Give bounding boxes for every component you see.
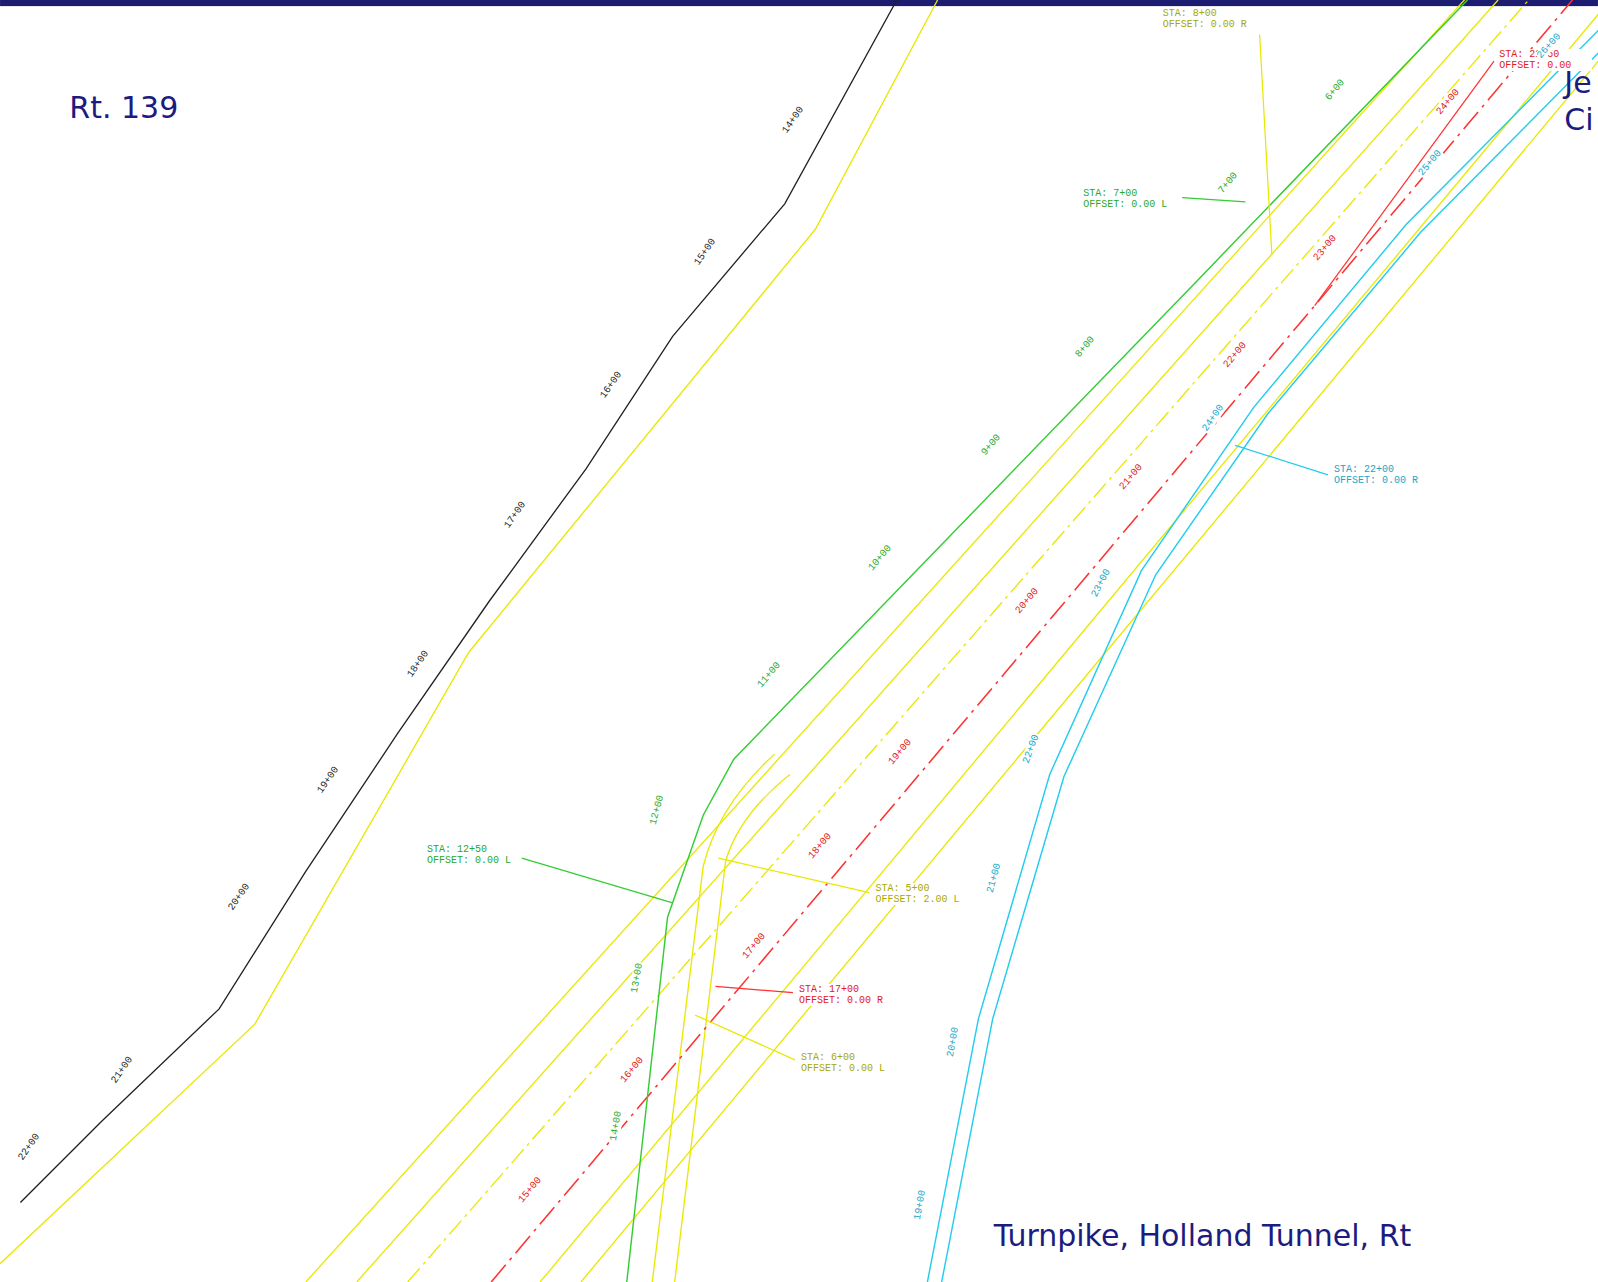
leader-line	[522, 858, 673, 903]
ramp-edge	[581, 10, 1598, 1282]
station-label: 20+00	[945, 1025, 961, 1058]
station-label: 24+00	[1434, 86, 1463, 118]
station-label: 11+00	[755, 659, 784, 691]
ramp-edge	[540, 0, 1598, 1282]
station-label: 18+00	[806, 830, 835, 862]
leader-line	[1182, 198, 1245, 202]
station-label: 19+00	[314, 763, 341, 796]
road-label: Ci	[1564, 102, 1593, 138]
leader-line	[718, 858, 869, 893]
station-label: 15+00	[515, 1175, 544, 1207]
station-label: 20+00	[226, 881, 253, 914]
station-callout: STA: 22+00 OFFSET: 0.00 R	[1333, 464, 1427, 486]
station-label: 16+00	[598, 369, 625, 402]
station-label: 25+00	[1415, 147, 1444, 179]
green-alignment	[627, 0, 1468, 1282]
station-label: 19+00	[885, 736, 914, 768]
station-label: 23+00	[1088, 566, 1113, 599]
leader-line	[1315, 61, 1494, 306]
top-bar	[0, 0, 1598, 6]
station-label: 7+00	[1215, 170, 1240, 197]
rt139-edge	[0, 0, 938, 1264]
station-label: 8+00	[1073, 333, 1098, 360]
station-label: 13+00	[629, 962, 645, 995]
station-label: 9+00	[978, 432, 1003, 459]
station-label: 14+00	[779, 104, 806, 137]
cyan-edge	[942, 10, 1598, 1282]
station-label: 19+00	[912, 1188, 928, 1221]
station-label: 21+00	[984, 862, 1003, 896]
ramp-edge	[306, 0, 1483, 1282]
station-label: 20+00	[1013, 585, 1042, 617]
station-label: 23+00	[1310, 232, 1339, 264]
station-label: 16+00	[617, 1054, 646, 1086]
station-label: 6+00	[1322, 76, 1347, 103]
leader-line	[1260, 35, 1272, 255]
main-centerline	[491, 0, 1572, 1282]
station-callout: STA: 8+00 OFFSET: 0.00 R	[1162, 8, 1256, 30]
station-label: 18+00	[404, 648, 431, 681]
station-label: 22+00	[1221, 339, 1250, 371]
road-label: Turnpike, Holland Tunnel, Rt	[994, 1218, 1412, 1254]
leader-line	[1235, 445, 1328, 475]
ramp-centerline	[408, 0, 1529, 1282]
ramp-edge	[675, 774, 790, 1282]
ramp-edge	[357, 0, 1498, 1282]
cyan-alignment	[927, 0, 1598, 1282]
leader-line	[695, 1015, 795, 1060]
leader-line	[715, 986, 792, 992]
station-label: 24+00	[1199, 402, 1226, 435]
station-label: 17+00	[740, 930, 769, 962]
station-label: 22+00	[1021, 732, 1042, 766]
station-label: 21+00	[1117, 461, 1146, 493]
station-label: 22+00	[15, 1130, 42, 1163]
station-label: 10+00	[865, 543, 894, 575]
station-callout: STA: 5+00 OFFSET: 2.00 L	[874, 883, 968, 905]
station-label: 15+00	[692, 235, 719, 268]
station-label: 14+00	[607, 1109, 623, 1142]
station-label: 12+00	[648, 793, 667, 827]
rt139-alignment	[20, 0, 896, 1203]
station-callout: STA: 7+00 OFFSET: 0.00 L	[1082, 188, 1176, 210]
station-label: 17+00	[501, 498, 528, 531]
station-callout: STA: 6+00 OFFSET: 0.00 L	[800, 1052, 894, 1074]
station-callout: STA: 17+00 OFFSET: 0.00 R	[798, 984, 892, 1006]
road-label: Rt. 139	[69, 90, 178, 126]
station-callout: STA: 12+50 OFFSET: 0.00 L	[426, 844, 520, 866]
station-label: 21+00	[109, 1054, 136, 1087]
